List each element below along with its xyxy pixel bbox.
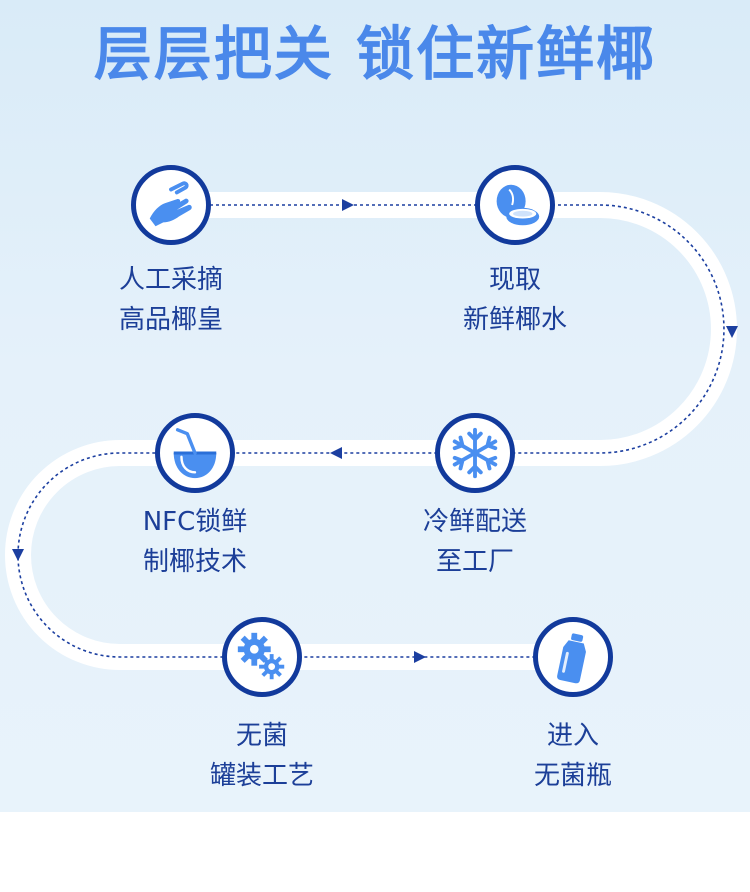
step-6-line2: 无菌瓶 — [533, 761, 612, 791]
step-5-icon-circle — [222, 617, 302, 697]
step-1-label: 人工采摘 高品椰皇 — [61, 260, 281, 340]
step-3-icon-circle — [435, 413, 515, 493]
coconut-drink-icon — [173, 428, 217, 479]
step-2-line1: 现取 — [488, 265, 541, 295]
step-1-line2: 高品椰皇 — [118, 305, 223, 335]
step-4-line2: 制椰技术 — [142, 547, 247, 577]
step-1-icon-circle — [131, 165, 211, 245]
arrow-left-middle — [330, 447, 342, 459]
step-2-icon-circle — [475, 165, 555, 245]
step-3-line1: 冷鲜配送 — [422, 507, 527, 537]
step-6-line1: 进入 — [546, 721, 599, 751]
step-5-label: 无菌 罐装工艺 — [152, 716, 372, 796]
bottle-icon — [557, 633, 586, 684]
step-3-line2: 至工厂 — [435, 547, 514, 577]
page-title: 层层把关 锁住新鲜椰 — [93, 20, 657, 88]
arrow-right-top — [342, 199, 354, 211]
process-panel: 层层把关 锁住新鲜椰 人工采摘 高品椰皇 — [0, 0, 750, 812]
arrow-down-right — [726, 326, 738, 338]
step-6-icon-circle — [533, 617, 613, 697]
snowflake-icon — [452, 427, 498, 479]
track-band — [5, 192, 737, 670]
step-1-line1: 人工采摘 — [118, 265, 223, 295]
step-3-label: 冷鲜配送 至工厂 — [365, 502, 585, 582]
step-6-label: 进入 无菌瓶 — [463, 716, 683, 796]
hand-icon — [149, 181, 192, 227]
step-5-line2: 罐装工艺 — [209, 761, 314, 791]
arrow-down-left — [12, 549, 24, 561]
step-2-line2: 新鲜椰水 — [462, 305, 567, 335]
step-2-label: 现取 新鲜椰水 — [405, 260, 625, 340]
step-4-icon-circle — [155, 413, 235, 493]
arrow-right-bottom — [414, 651, 426, 663]
gears-icon — [237, 632, 285, 680]
step-5-line1: 无菌 — [235, 721, 288, 751]
coconut-icon — [496, 184, 540, 226]
process-track — [5, 192, 738, 670]
step-4-line1: NFC锁鲜 — [142, 507, 248, 537]
step-4-label: NFC锁鲜 制椰技术 — [85, 502, 305, 582]
